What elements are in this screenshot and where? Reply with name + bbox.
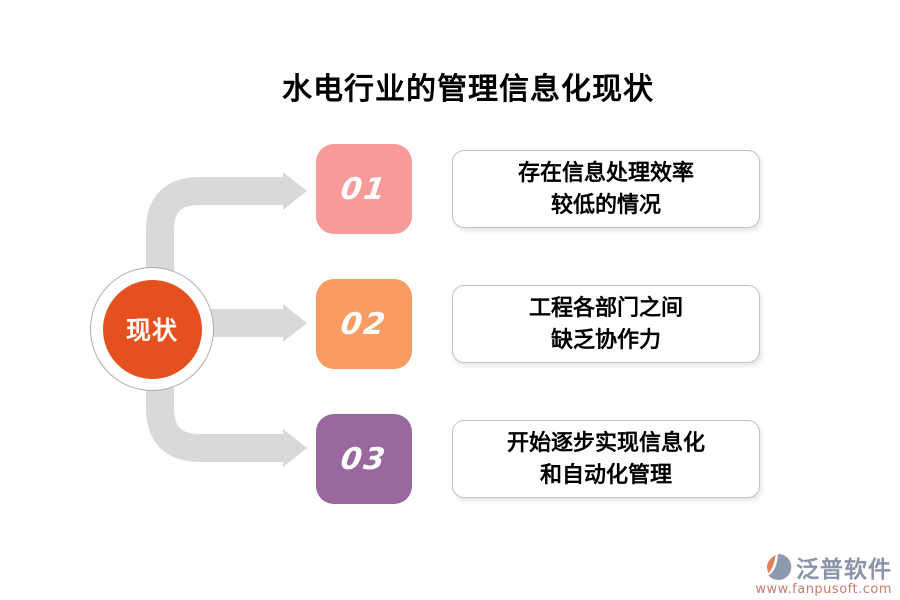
step-2-number: 02 (338, 306, 390, 342)
arrow-bottom-head (283, 429, 307, 467)
step-1-number: 01 (338, 171, 390, 207)
center-node-circle: 现状 (102, 279, 202, 379)
step-2-text-line1: 工程各部门之间 (528, 295, 683, 321)
watermark: 泛普软件 www.fanpusoft.com (755, 550, 892, 597)
brand-name: 泛普软件 (796, 557, 892, 583)
fanpu-logo-icon (767, 553, 792, 580)
arrow-top-head (283, 172, 307, 210)
arrow-bottom-line (146, 330, 283, 462)
page-title: 水电行业的管理信息化现状 (282, 72, 654, 107)
step-1-text-box: 存在信息处理效率 较低的情况 (452, 150, 760, 228)
step-1-text-line1: 存在信息处理效率 (517, 160, 694, 186)
step-3-number: 03 (338, 441, 390, 477)
step-1-number-box: 01 (316, 144, 412, 234)
step-3-text-box: 开始逐步实现信息化 和自动化管理 (452, 420, 760, 498)
arrow-middle-head (283, 304, 307, 342)
step-1-text-line2: 较低的情况 (550, 192, 661, 218)
arrow-top-line (146, 177, 283, 330)
watermark-brand-row: 泛普软件 (755, 550, 892, 584)
step-3-text-line2: 和自动化管理 (539, 462, 672, 488)
step-3-text-line1: 开始逐步实现信息化 (506, 430, 705, 456)
center-node-label: 现状 (125, 316, 178, 345)
center-node: 现状 (90, 267, 214, 391)
step-3-number-box: 03 (316, 414, 412, 504)
step-2-text-box: 工程各部门之间 缺乏协作力 (452, 285, 760, 363)
brand-url: www.fanpusoft.com (755, 582, 892, 597)
step-2-number-box: 02 (316, 279, 412, 369)
step-2-text-line2: 缺乏协作力 (550, 327, 661, 353)
